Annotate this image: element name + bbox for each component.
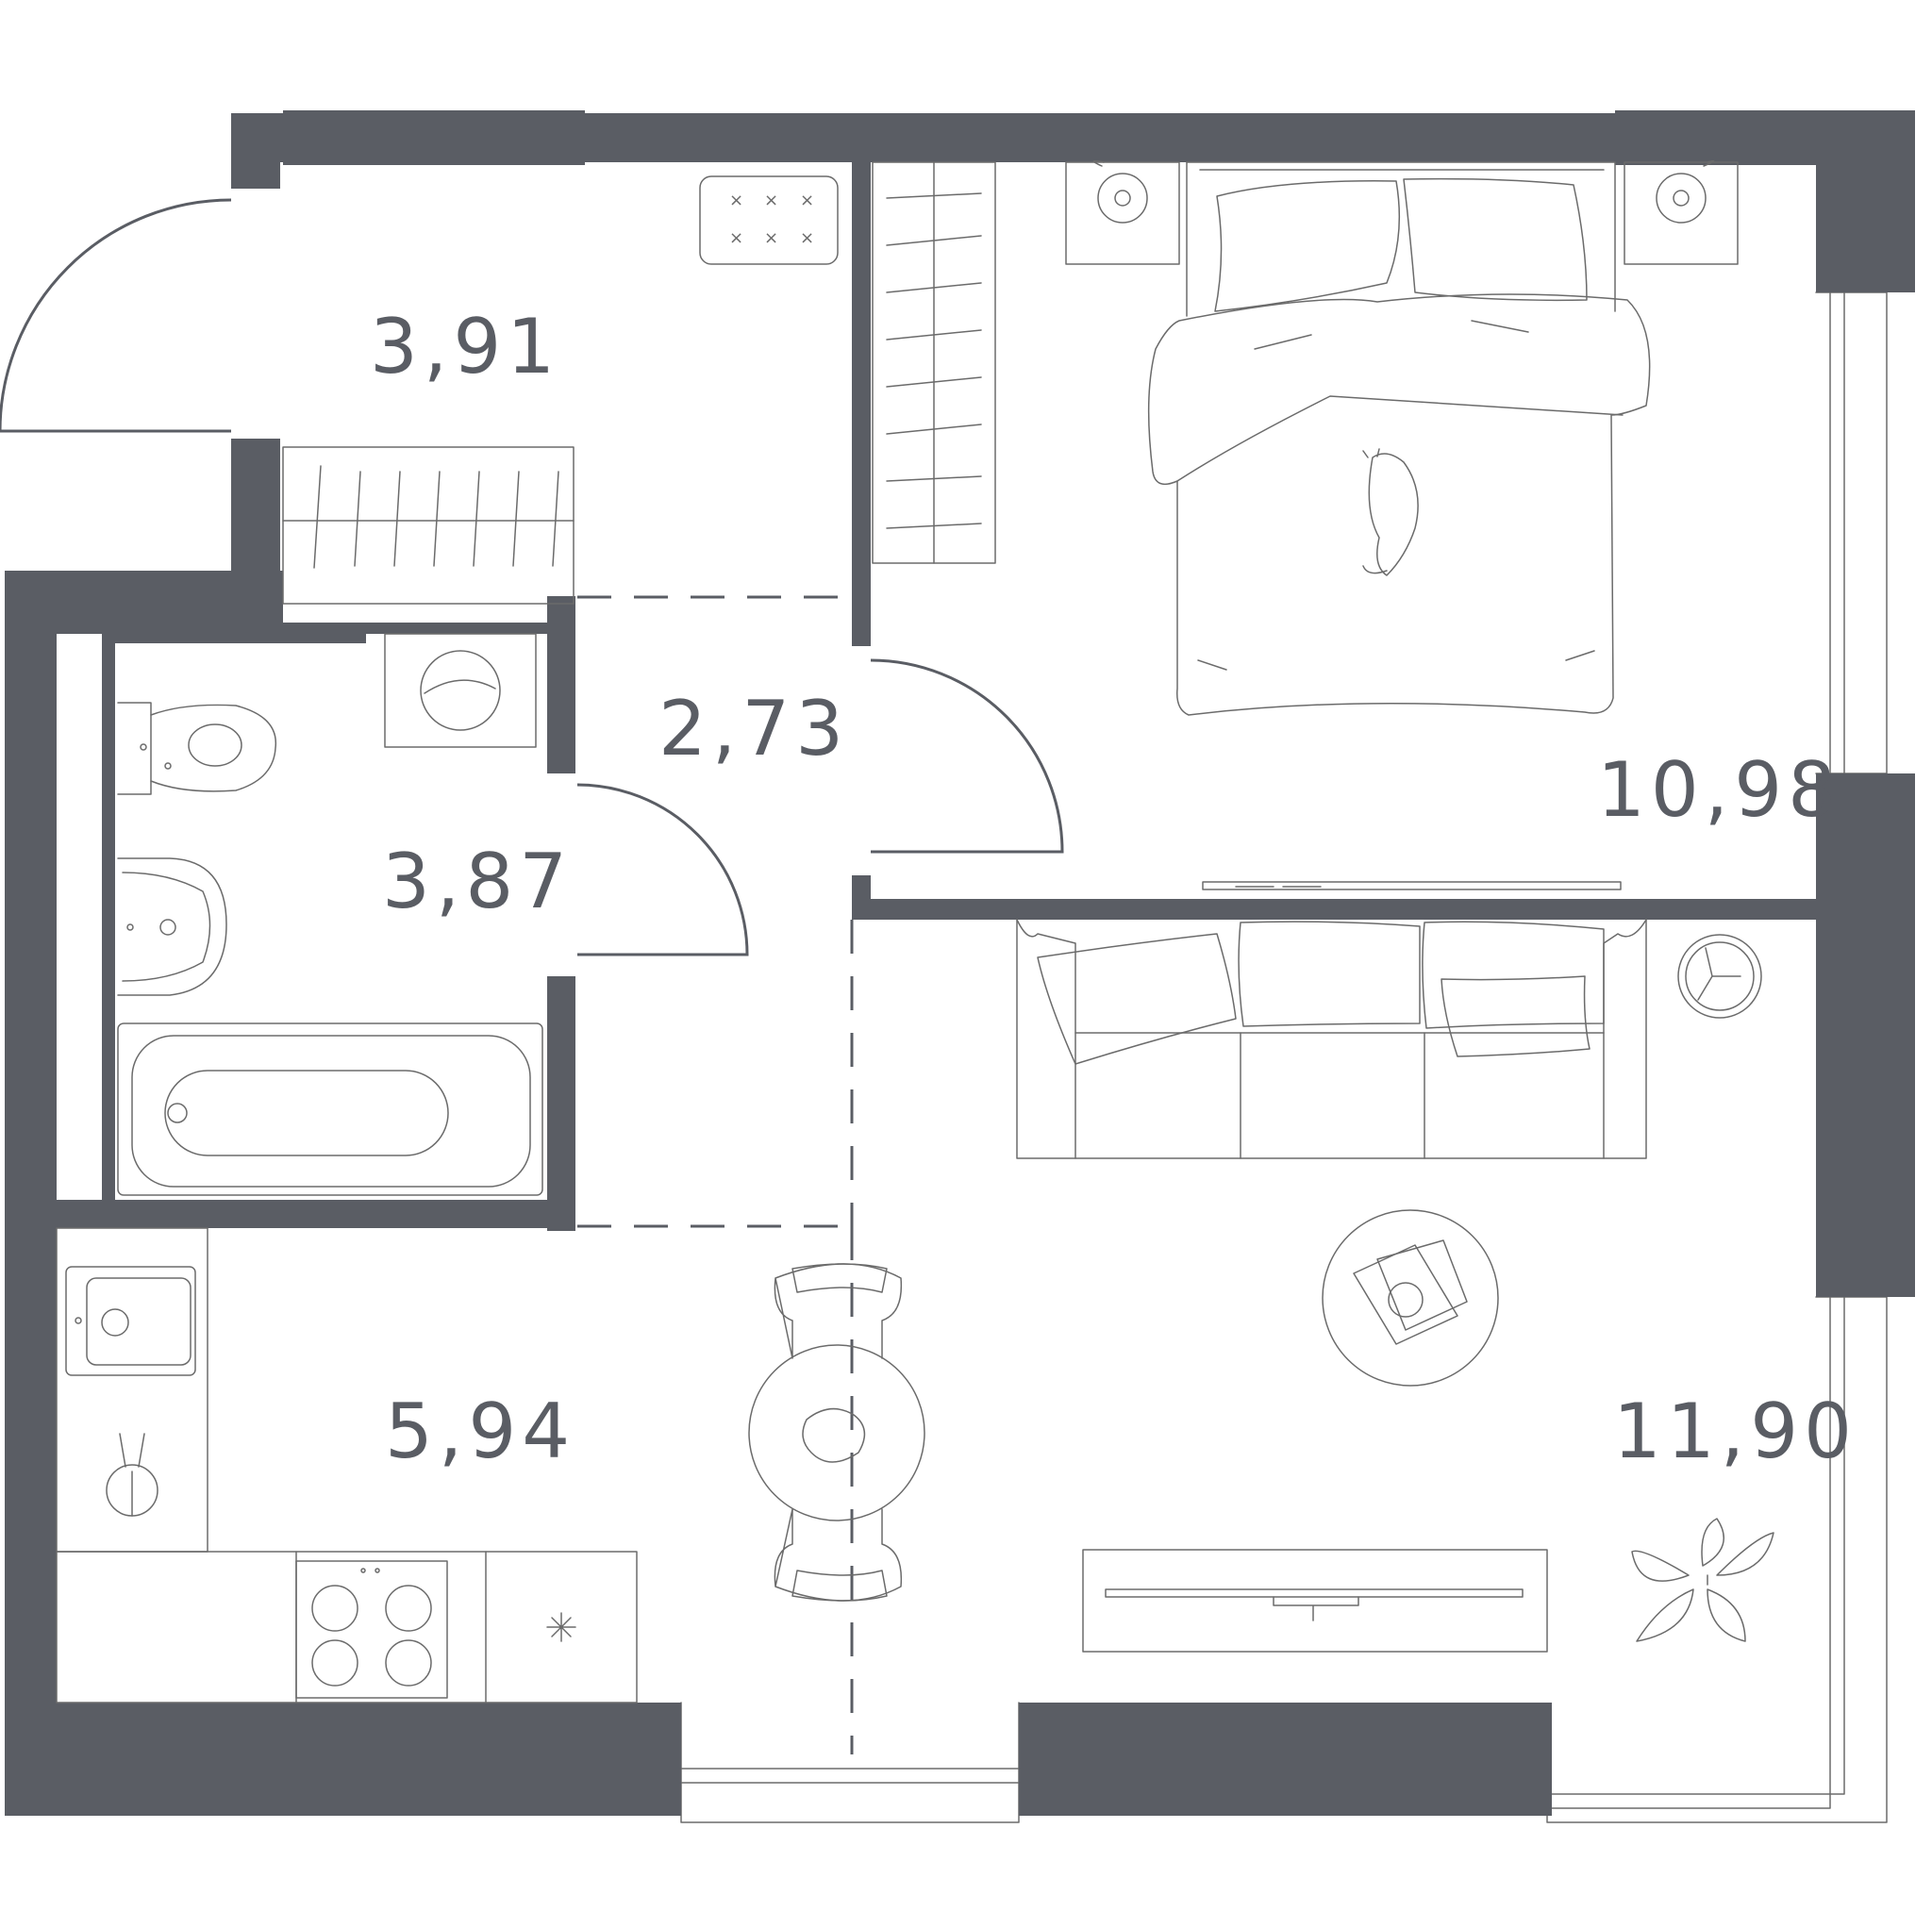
- toilet-icon: [117, 702, 277, 795]
- kitchen-counter: [56, 1227, 638, 1704]
- door-swing-icon: [0, 198, 1064, 956]
- coffee-table-icon: [1322, 1209, 1499, 1387]
- dishwasher-icon: [106, 1433, 158, 1517]
- kitchen-sink-icon: [65, 1266, 196, 1376]
- tv-icon: [1202, 881, 1622, 890]
- room-area-bedroom: 10,98: [1597, 746, 1841, 834]
- cat-icon: [1362, 448, 1419, 576]
- chair-icon: [774, 1263, 903, 1359]
- sink-icon: [117, 857, 227, 996]
- room-area-hall-corridor: 2,73: [658, 685, 849, 773]
- room-area-bathroom: 3,87: [382, 838, 573, 925]
- svg-text:×: ×: [800, 191, 814, 210]
- svg-text:×: ×: [729, 228, 743, 248]
- floor-lamp-icon: [1677, 934, 1762, 1019]
- room-area-living-room: 11,90: [1613, 1388, 1857, 1475]
- nightstand-icon: [1624, 159, 1739, 265]
- wardrobe-icon: [282, 446, 575, 605]
- svg-text:×: ×: [764, 191, 778, 210]
- dining-table-icon: [748, 1344, 925, 1521]
- stove-icon: [295, 1560, 448, 1699]
- svg-text:×: ×: [729, 191, 743, 210]
- walls: [5, 110, 1915, 1816]
- svg-text:×: ×: [800, 228, 814, 248]
- tv-stand-icon: [1082, 1549, 1548, 1653]
- washing-machine-icon: [384, 633, 537, 748]
- room-area-hall-entrance: 3,91: [370, 303, 560, 391]
- fridge-icon: [546, 1612, 576, 1642]
- room-area-kitchen: 5,94: [385, 1388, 575, 1475]
- nightstand-icon: [1065, 159, 1180, 265]
- bathtub-icon: [117, 1022, 543, 1196]
- bed-icon: [1147, 161, 1651, 716]
- wardrobe-icon: [872, 161, 996, 564]
- shoe-mat-icon: × × × × × ×: [699, 175, 839, 265]
- sofa-icon: [1016, 919, 1647, 1159]
- chair-icon: [774, 1508, 903, 1602]
- svg-text:×: ×: [764, 228, 778, 248]
- plant-icon: [1631, 1518, 1774, 1642]
